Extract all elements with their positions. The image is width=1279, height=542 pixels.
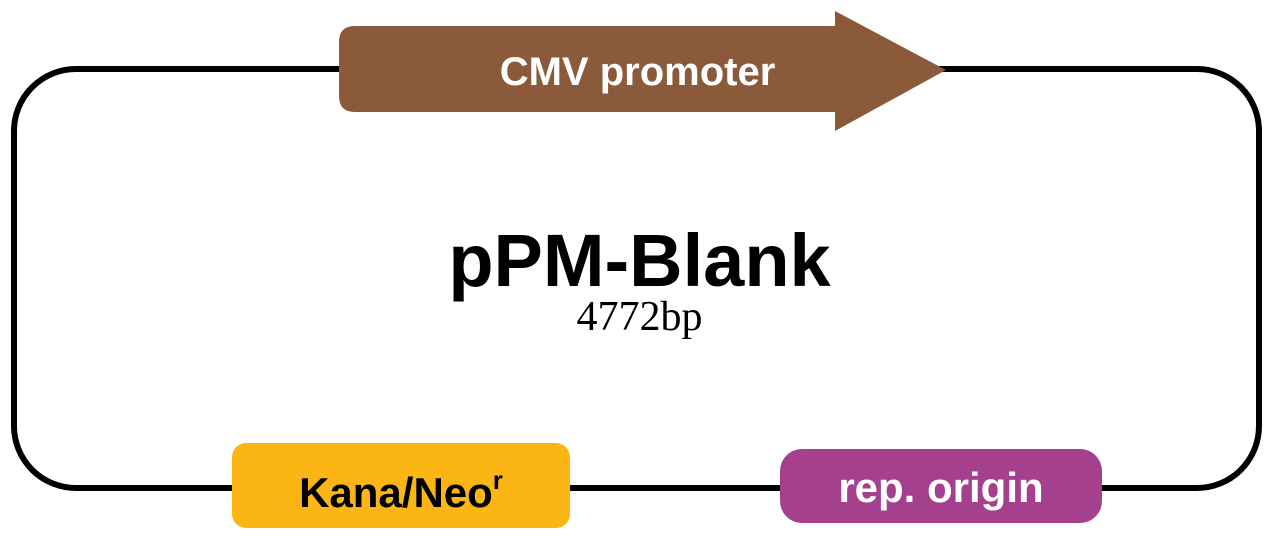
plasmid-size: 4772bp [576, 294, 703, 340]
rep-origin-label: rep. origin [838, 464, 1044, 511]
cmv-promoter-label: CMV promoter [499, 50, 776, 94]
kana-neo-label: Kana/Neor [232, 467, 570, 516]
kana-neo-label-superscript: r [492, 465, 503, 495]
kana-neo-label-text: Kana/Neo [299, 469, 493, 516]
kana-neo-feature-box [232, 443, 570, 528]
cmv-promoter-arrow [339, 11, 946, 131]
rep-origin-feature-box [780, 449, 1102, 523]
plasmid-name: pPM-Blank [448, 219, 831, 302]
